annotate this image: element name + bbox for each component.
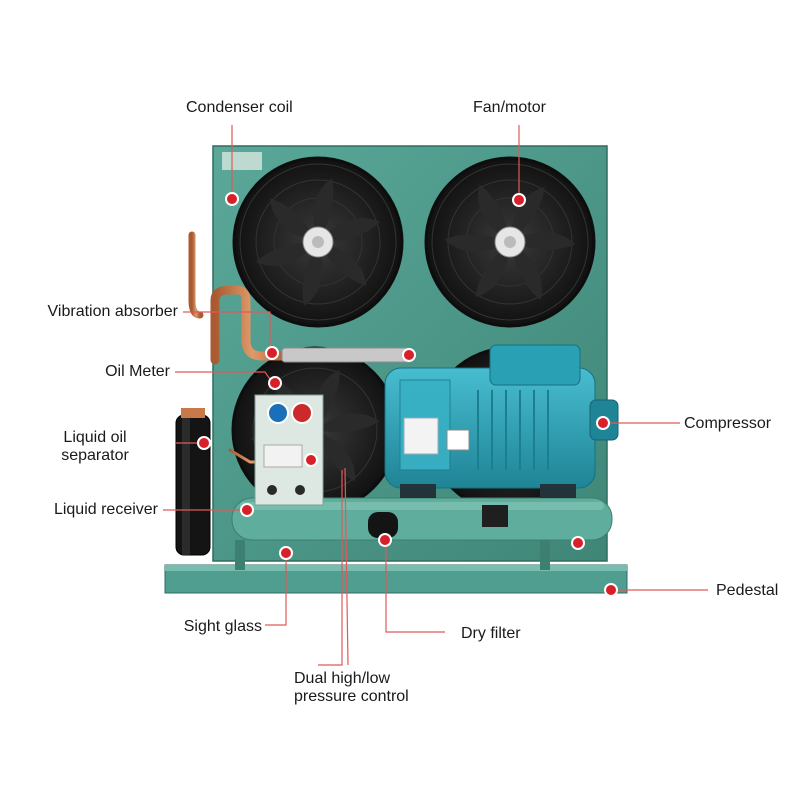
callout-dry-filter-icon bbox=[378, 533, 392, 547]
callout-sight-glass-icon bbox=[279, 546, 293, 560]
label-dry-filter: Dry filter bbox=[461, 625, 521, 642]
leader-dry-filter bbox=[385, 540, 445, 633]
label-pedestal: Pedestal bbox=[716, 582, 779, 599]
label-vibration-absorber: Vibration absorber bbox=[47, 303, 178, 320]
fan-top-left-icon bbox=[232, 156, 404, 328]
callout-markers bbox=[197, 192, 618, 597]
label-liquid-receiver: Liquid receiver bbox=[53, 501, 158, 518]
leader-dual-pressure-control bbox=[318, 470, 343, 666]
vibration-absorber-pipe bbox=[281, 347, 413, 363]
pressure-control-box bbox=[254, 394, 324, 506]
callout-condenser-coil-icon bbox=[225, 192, 239, 206]
nameplate-sticker bbox=[222, 152, 262, 170]
pedestal-frame bbox=[164, 540, 628, 594]
leader-dual-pressure-control-2 bbox=[344, 467, 349, 666]
liquid-oil-separator-cylinder bbox=[175, 408, 211, 556]
leader-sight-glass bbox=[265, 555, 287, 626]
label-compressor: Compressor bbox=[684, 415, 772, 432]
callout-fan-motor-icon bbox=[512, 193, 526, 207]
label-fan-motor: Fan/motor bbox=[473, 99, 546, 116]
leader-lines bbox=[163, 125, 708, 666]
solenoid-valve bbox=[482, 505, 508, 527]
callout-vibration-absorber-icon bbox=[265, 346, 279, 360]
callout-tank-valve-icon bbox=[571, 536, 585, 550]
leader-vibration-absorber bbox=[183, 311, 271, 352]
label-liquid-oil-separator-line2: separator bbox=[61, 447, 129, 464]
callout-compressor-icon bbox=[596, 416, 610, 430]
label-dual-pressure-control-line2: pressure control bbox=[294, 688, 409, 705]
callout-pressure-control-icon bbox=[304, 453, 318, 467]
callout-liquid-oil-separator-icon bbox=[197, 436, 211, 450]
callout-vibration-absorber-end-icon bbox=[402, 348, 416, 362]
compressor-body bbox=[384, 344, 619, 498]
label-liquid-oil-separator-line1: Liquid oil bbox=[63, 429, 127, 446]
label-dual-pressure-control-line1: Dual high/low bbox=[294, 670, 391, 687]
dry-filter bbox=[368, 512, 398, 538]
label-sight-glass: Sight glass bbox=[183, 618, 262, 635]
fan-top-right-icon bbox=[424, 156, 596, 328]
callout-oil-meter-icon bbox=[268, 376, 282, 390]
label-oil-meter: Oil Meter bbox=[105, 363, 170, 380]
liquid-receiver-tank bbox=[231, 497, 613, 541]
callout-pedestal-icon bbox=[604, 583, 618, 597]
callout-liquid-receiver-icon bbox=[240, 503, 254, 517]
label-condenser-coil: Condenser coil bbox=[186, 99, 293, 116]
